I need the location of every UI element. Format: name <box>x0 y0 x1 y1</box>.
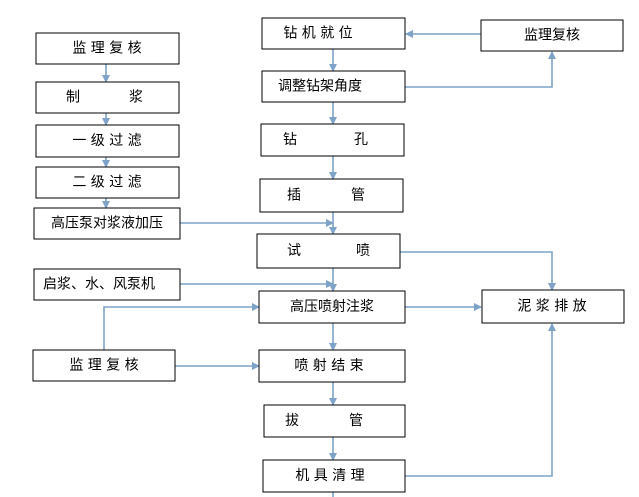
box-drill-position: 钻 机 就 位 <box>261 17 406 50</box>
box-slurry-discharge: 泥 浆 排 放 <box>481 289 625 324</box>
box-insert-pipe: 插 管 <box>259 178 404 213</box>
box-filter-2: 二 级 过 滤 <box>35 166 180 199</box>
box-filter-1: 一 级 过 滤 <box>35 124 180 158</box>
arrow-clean-to-discharge <box>405 323 556 477</box>
box-label: 调整钻架角度 <box>278 79 362 95</box>
box-label-right: 喷 <box>356 243 370 259</box>
box-label-right: 管 <box>351 188 365 204</box>
box-label: 启浆、水、风泵机 <box>43 277 155 293</box>
box-label-right: 管 <box>349 413 363 429</box>
box-spray-end: 喷 射 结 束 <box>258 349 406 383</box>
box-label-right: 浆 <box>129 90 143 106</box>
box-right-supervise: 监理复核 <box>480 19 624 52</box>
connectors <box>102 30 556 497</box>
box-pull-pipe: 拔 管 <box>263 404 406 438</box>
box-make-slurry: 制 浆 <box>35 81 180 114</box>
box-drill-hole: 钻 孔 <box>260 123 405 157</box>
arrow-supervise2-to-grout <box>103 303 260 350</box>
box-label: 钻 机 就 位 <box>283 26 352 42</box>
box-adjust-angle: 调整钻架角度 <box>261 70 406 103</box>
box-label: 机 具 清 理 <box>295 468 364 484</box>
box-start-pumps: 启浆、水、风泵机 <box>33 268 181 301</box>
box-label: 监 理 复 核 <box>69 357 138 374</box>
box-left-supervise: 监 理 复 核 <box>35 32 180 65</box>
box-high-pressure-grout: 高压喷射注浆 <box>258 290 406 324</box>
box-label: 高压泵对浆液加压 <box>51 215 163 232</box>
box-test-spray: 试 喷 <box>256 233 401 269</box>
box-label-left: 钻 <box>283 132 297 148</box>
box-clean-machine: 机 具 清 理 <box>262 459 406 493</box>
box-label: 一 级 过 滤 <box>72 133 141 149</box>
box-left-supervise-2: 监 理 复 核 <box>32 349 176 382</box>
box-label: 泥 浆 排 放 <box>517 299 586 315</box>
box-label-left: 试 <box>287 243 301 259</box>
box-label-right: 孔 <box>354 132 368 148</box>
box-label: 监理复核 <box>524 27 580 44</box>
arrow-test-to-discharge <box>400 251 556 291</box>
box-label: 高压喷射注浆 <box>290 298 374 315</box>
box-label-left: 插 <box>287 188 301 204</box>
arrow-adjust-to-supervise <box>405 51 556 88</box>
box-label-left: 制 <box>66 90 80 106</box>
box-label: 二 级 过 滤 <box>72 175 141 191</box>
box-label: 监 理 复 核 <box>72 40 141 57</box>
box-pressurize: 高压泵对浆液加压 <box>33 207 181 240</box>
box-label: 喷 射 结 束 <box>294 358 363 374</box>
box-label-left: 拔 <box>285 413 299 429</box>
